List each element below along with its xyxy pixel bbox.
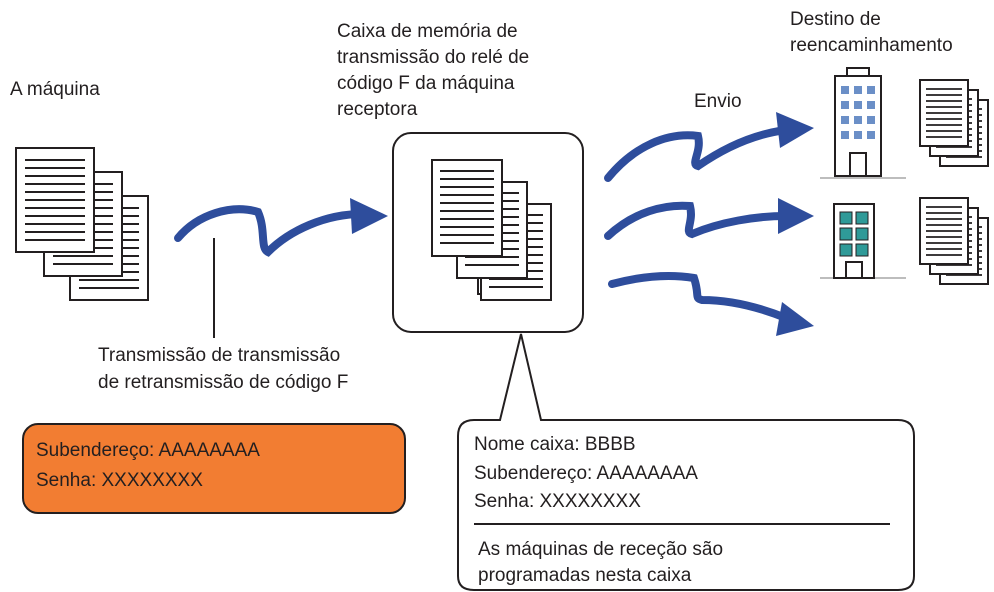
relay-box-title-line-3: código F da máquina	[337, 73, 515, 94]
building-icon-teal	[820, 203, 906, 279]
sender-document-stack-icon	[15, 147, 149, 301]
relay-document-stack-icon-pages	[431, 159, 552, 301]
receiver-note-line-2: programadas nesta caixa	[478, 565, 692, 586]
relay-box-title-line-2: transmissão do relé de	[337, 47, 530, 68]
send-label: Envio	[694, 91, 742, 112]
send-arrow-icon-bottom	[608, 272, 814, 336]
relay-box-title-line-4: receptora	[337, 99, 418, 120]
destination-document-stack-icon-1	[919, 79, 989, 167]
forward-destination-line-2: reencaminhamento	[790, 35, 953, 56]
receiver-password: Senha: XXXXXXXX	[474, 491, 641, 512]
sender-settings-box: Subendereço: AAAAAAAA Senha: XXXXXXXX	[22, 423, 406, 514]
send-arrow-icon-middle	[604, 198, 814, 240]
transmission-arrow-icon	[174, 198, 388, 257]
sender-password: Senha: XXXXXXXX	[36, 470, 203, 491]
receiver-box-name: Nome caixa: BBBB	[474, 434, 636, 455]
sender-subaddress: Subendereço: AAAAAAAA	[36, 440, 260, 461]
relay-box-title-line-1: Caixa de memória de	[337, 21, 518, 42]
send-arrow-icon-top	[604, 112, 814, 182]
building-icon-blue	[820, 67, 906, 179]
receiver-subaddress: Subendereço: AAAAAAAA	[474, 463, 698, 484]
destination-document-stack-icon-2	[919, 197, 989, 285]
transmission-label-line-2: de retransmissão de código F	[98, 372, 349, 393]
receiver-note-line-1: As máquinas de receção são	[478, 539, 724, 560]
receiver-settings-callout	[457, 333, 915, 591]
transmission-label-line-1: Transmissão de transmissão	[98, 345, 341, 366]
forward-destination-line-1: Destino de	[790, 9, 881, 30]
machine-label: A máquina	[10, 79, 100, 100]
